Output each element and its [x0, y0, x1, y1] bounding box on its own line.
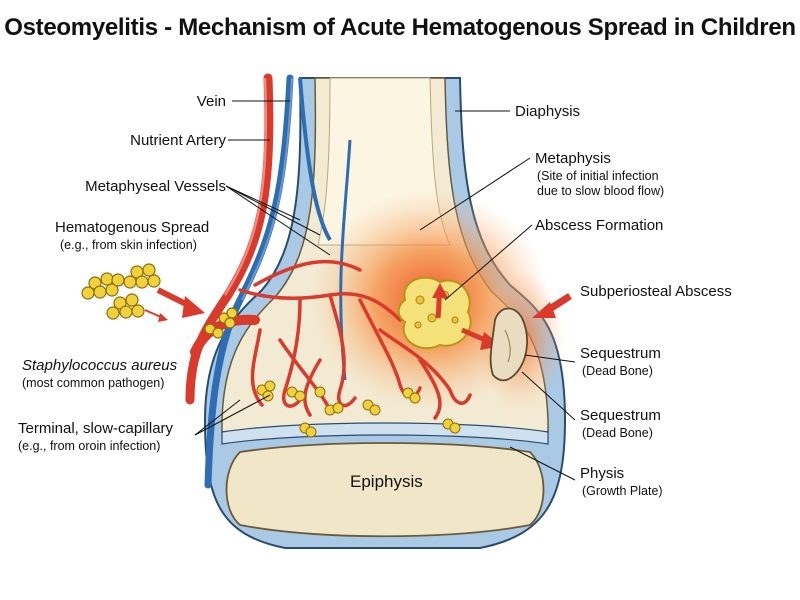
vein-vessel	[204, 74, 294, 489]
label-physis-note: (Growth Plate)	[582, 484, 663, 498]
label-sequestrum-1-note: (Dead Bone)	[582, 364, 653, 378]
bacteria-cluster	[81, 263, 238, 339]
abscess-arrow-up	[432, 283, 448, 298]
label-terminal-note: (e.g., from oroin infection)	[18, 439, 161, 453]
leader-lines	[194, 100, 576, 481]
label-vein: Vein	[196, 93, 226, 110]
diagram-title: Osteomyelitis - Mechanism of Acute Hemat…	[4, 14, 796, 41]
sequestrum-bone	[489, 307, 528, 382]
label-physis: Physis	[580, 465, 625, 482]
metaphyseal-vessels	[238, 259, 472, 420]
label-metaphysis-note-2: due to slow blood flow)	[537, 184, 665, 198]
label-subperiosteal-abscess: Subperiosteal Abscess	[580, 283, 732, 300]
epiphysis-shape	[225, 442, 545, 538]
abscess-mass	[397, 276, 472, 350]
label-staph: Staphylococcus aureus	[22, 357, 178, 374]
label-sequestrum-2-note: (Dead Bone)	[582, 426, 653, 440]
label-metaphysis: Metaphysis	[535, 150, 611, 167]
incoming-artery	[190, 314, 260, 357]
label-diaphysis: Diaphysis	[515, 103, 581, 120]
label-epiphysis: Epiphysis	[350, 472, 423, 491]
label-sequestrum-2: Sequestrum	[580, 407, 661, 424]
label-staph-note: (most common pathogen)	[22, 376, 165, 390]
label-metaphyseal-vessels: Metaphyseal Vessels	[85, 178, 226, 195]
label-abscess-formation: Abscess Formation	[535, 217, 664, 234]
bacteria-capillaries	[256, 380, 461, 438]
label-sequestrum-1: Sequestrum	[580, 345, 661, 362]
label-nutrient-artery: Nutrient Artery	[130, 132, 226, 149]
vein-branch	[298, 77, 332, 242]
label-metaphysis-note-1: (Site of initial infection	[537, 169, 659, 183]
label-hematogenous-spread: Hematogenous Spread	[55, 219, 210, 236]
label-hematogenous-spread-note: (e.g., from skin infection)	[60, 238, 197, 252]
label-terminal: Terminal, slow-capillary	[18, 420, 174, 437]
